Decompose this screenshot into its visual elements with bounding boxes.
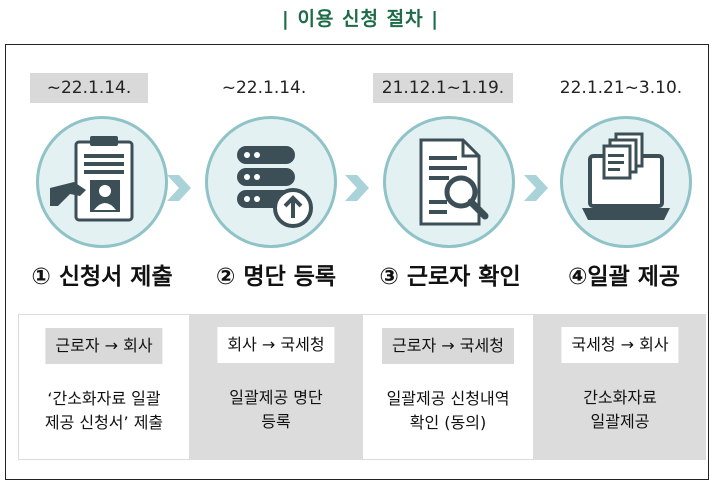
step4-flow: 국세청 → 회사 — [561, 327, 679, 363]
chevron-right-icon — [167, 175, 191, 201]
step3-desc-line2: 확인 (동의) — [409, 413, 487, 432]
document-search-icon — [419, 138, 489, 226]
step1-flow: 근로자 → 회사 — [45, 328, 163, 364]
document-hand-icon — [50, 136, 134, 222]
chevron-right-icon — [345, 175, 369, 201]
process-frame — [5, 44, 709, 480]
step2-flow: 회사 → 국세청 — [217, 327, 335, 363]
step1-desc-line1: ‘간소화자료 일괄 — [47, 389, 161, 408]
step4-circle — [560, 116, 692, 248]
step3-label: ③ 근로자 확인 — [379, 264, 521, 290]
step3-panel: 근로자 → 국세청 일괄제공 신청내역 확인 (동의) — [362, 314, 534, 460]
step2-description: 일괄제공 명단 등록 — [190, 386, 362, 434]
step1-label: ① 신청서 제출 — [31, 264, 173, 290]
step1-date: ~22.1.14. — [30, 73, 148, 103]
step3-description: 일괄제공 신청내역 확인 (동의) — [363, 387, 533, 435]
step2-panel: 회사 → 국세청 일괄제공 명단 등록 — [190, 314, 362, 460]
step4-date: 22.1.21~3.10. — [559, 78, 683, 98]
database-upload-icon — [237, 146, 313, 228]
step3-flow: 근로자 → 국세청 — [382, 328, 514, 364]
step4-panel: 국세청 → 회사 간소화자료 일괄제공 — [534, 314, 706, 460]
step2-circle — [205, 116, 337, 248]
step2-date: ~22.1.14. — [221, 78, 307, 98]
step4-description: 간소화자료 일괄제공 — [534, 386, 706, 434]
step3-desc-line1: 일괄제공 신청내역 — [386, 389, 510, 408]
step4-desc-line1: 간소화자료 — [583, 388, 657, 407]
step2-desc-line1: 일괄제공 명단 — [229, 388, 323, 407]
step1-circle — [36, 116, 168, 248]
step4-label: ④일괄 제공 — [567, 264, 681, 290]
step2-desc-line2: 등록 — [261, 412, 291, 431]
step1-description: ‘간소화자료 일괄 제공 신청서’ 제출 — [19, 387, 189, 435]
step3-circle — [383, 116, 515, 248]
laptop-documents-icon — [582, 132, 670, 220]
step3-date: 21.12.1~1.19. — [373, 73, 513, 103]
step4-desc-line2: 일괄제공 — [590, 412, 650, 431]
chevron-right-icon — [524, 175, 548, 201]
step2-label: ② 명단 등록 — [215, 264, 337, 290]
page-title: | 이용 신청 절차 | — [281, 8, 440, 30]
step1-desc-line2: 제공 신청서’ 제출 — [44, 413, 164, 432]
step1-panel: 근로자 → 회사 ‘간소화자료 일괄 제공 신청서’ 제출 — [18, 314, 190, 460]
